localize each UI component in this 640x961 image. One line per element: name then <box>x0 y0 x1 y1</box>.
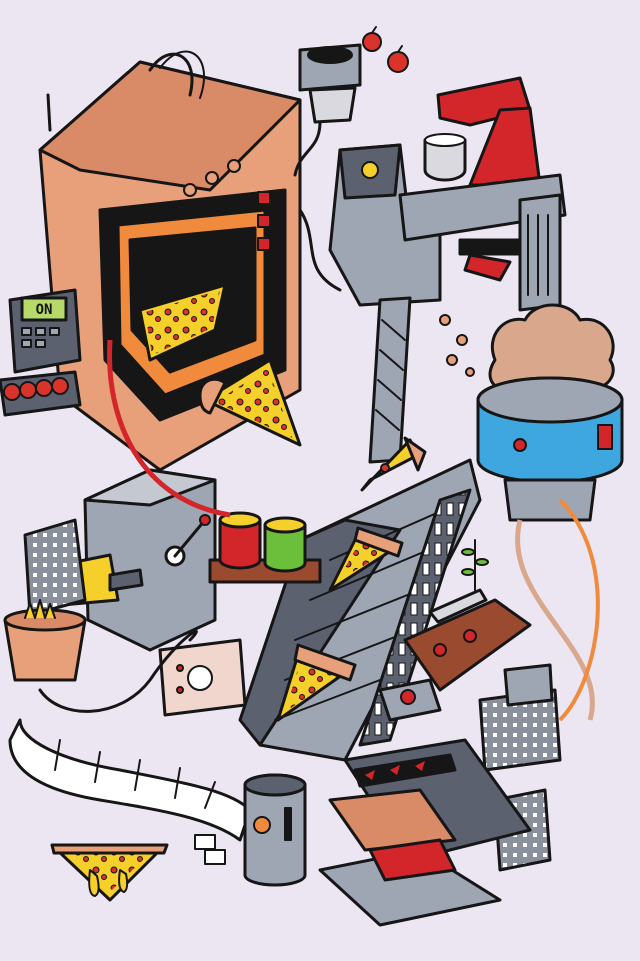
lever-switch <box>166 515 210 565</box>
oven-red-pipe <box>110 340 230 515</box>
single-pizza-slice <box>200 360 300 445</box>
herb-sprig <box>462 540 488 590</box>
sauce-jars <box>210 513 320 582</box>
grill-box <box>480 665 560 770</box>
segmented-tube <box>10 720 250 840</box>
tomato-tray <box>0 372 80 415</box>
herb-pot <box>5 600 85 680</box>
control-panel: ON <box>10 290 80 372</box>
red-cable <box>40 631 196 711</box>
gray-pipe <box>300 210 340 290</box>
control-panel-display-text: ON <box>36 302 53 318</box>
oven-pizza <box>140 285 225 360</box>
tomatoes <box>363 27 408 72</box>
melting-pizza-slice <box>52 845 167 900</box>
dough-press-base <box>320 740 530 925</box>
top-hopper <box>295 45 360 175</box>
orange-wire <box>560 500 598 720</box>
tan-hose <box>518 520 593 720</box>
dial-box <box>160 640 245 715</box>
conveyor-pizza-top <box>362 438 425 490</box>
falling-crumbs <box>440 315 474 376</box>
conveyor-pizza-middle <box>330 528 402 590</box>
cheese-grater <box>25 520 85 615</box>
dough-tub <box>478 305 622 520</box>
plug-connector <box>195 835 225 864</box>
stand-mixer <box>425 78 540 185</box>
grater-chute <box>520 195 560 310</box>
red-button-block <box>380 680 440 720</box>
cutting-board <box>405 590 530 690</box>
conveyor-pizza-bottom <box>278 645 355 720</box>
can-dispenser <box>245 775 305 885</box>
